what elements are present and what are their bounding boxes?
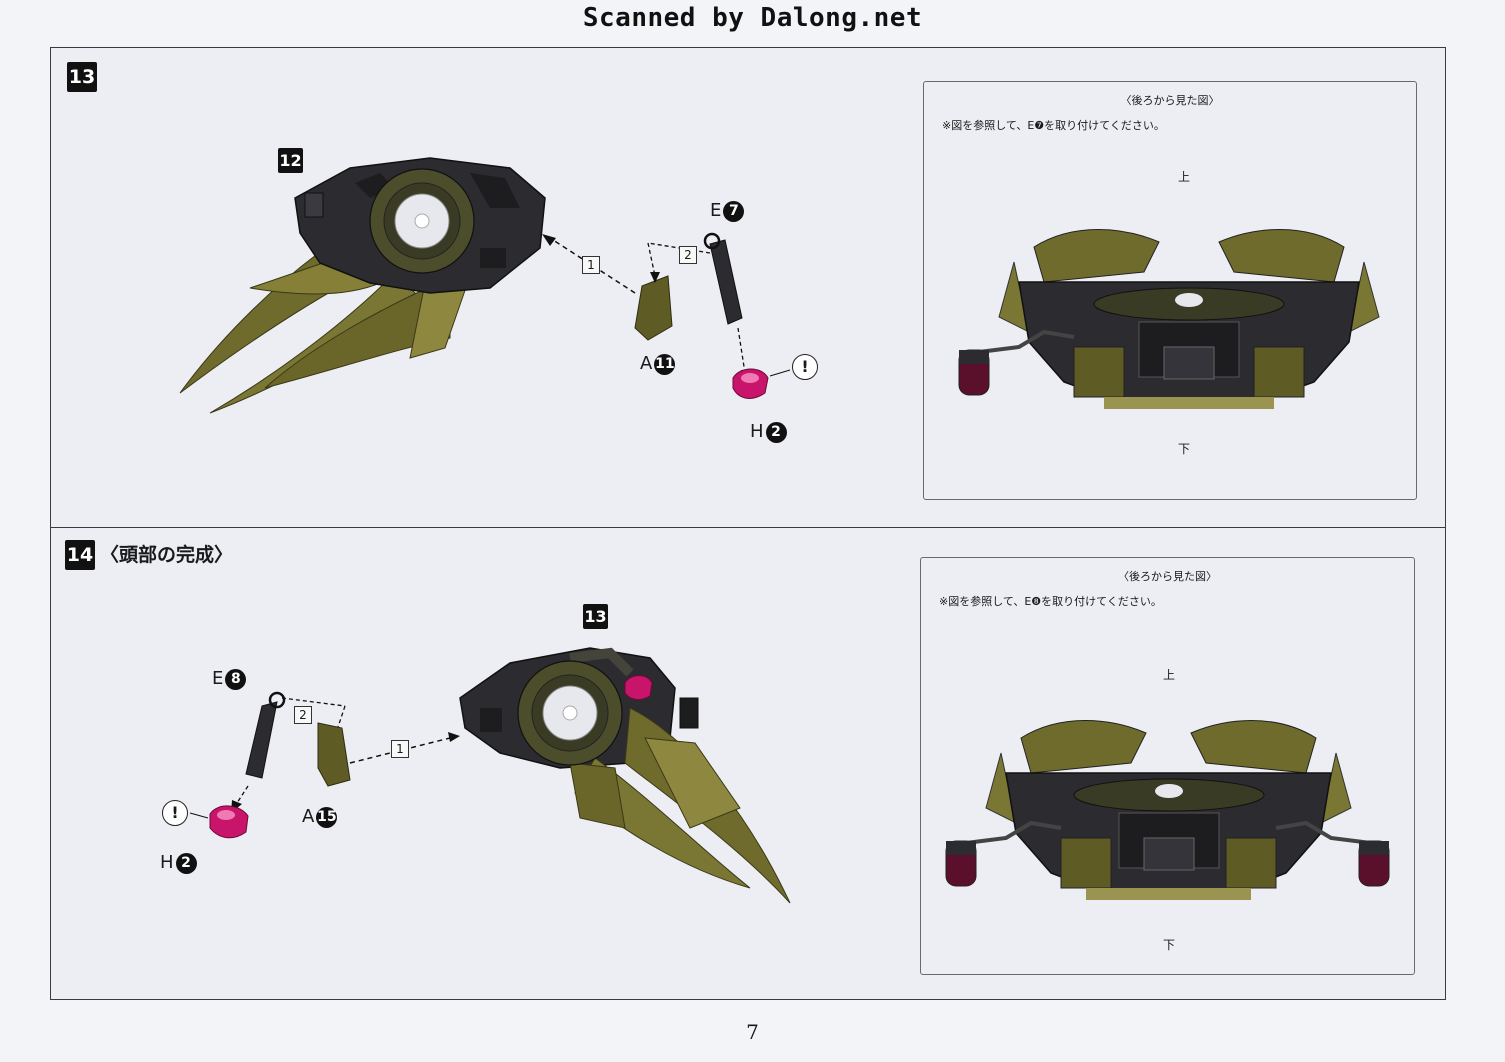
sub-assembly-ref-13: 13: [583, 604, 608, 629]
step-14-badge: 14: [65, 540, 95, 570]
step-14-rear-view-figure: [945, 720, 1390, 900]
step-divider: [50, 527, 1446, 528]
rear-view-title: 〈後ろから見た図〉: [1118, 570, 1217, 583]
sequence-marker-2: 2: [294, 706, 312, 724]
step-14-title: 〈頭部の完成〉: [100, 544, 234, 566]
rear-view-note: ※図を参照して、E❼を取り付けてください。: [942, 119, 1165, 132]
step-13-assembly-illustration: [179, 157, 791, 414]
direction-up-label: 上: [1162, 668, 1175, 682]
sequence-marker-1: 1: [582, 256, 600, 274]
step-14-rear-view-inset: 〈後ろから見た図〉 ※図を参照して、E❽を取り付けてください。 上 下: [920, 557, 1415, 975]
clear-red-part-icon: [624, 675, 653, 701]
rear-view-note: ※図を参照して、E❽を取り付けてください。: [939, 595, 1162, 608]
caution-icon: !: [162, 800, 188, 826]
step-14-assembly-illustration: [189, 647, 791, 904]
step-13-badge: 13: [67, 62, 97, 92]
direction-down-label: 下: [1177, 442, 1190, 456]
caution-icon: !: [792, 354, 818, 380]
sequence-marker-2: 2: [679, 246, 697, 264]
sequence-marker-1: 1: [391, 740, 409, 758]
rear-view-title: 〈後ろから見た図〉: [1120, 94, 1220, 107]
direction-down-label: 下: [1162, 938, 1175, 952]
sub-assembly-ref-12: 12: [278, 148, 303, 173]
watermark: Scanned by Dalong.net: [582, 3, 923, 33]
step-13-rear-view-figure: [958, 229, 1380, 409]
step-13-rear-view-inset: 〈後ろから見た図〉 ※図を参照して、E❼を取り付けてください。 上 下: [923, 81, 1417, 500]
page-number: 7: [746, 1020, 759, 1044]
direction-up-label: 上: [1177, 170, 1190, 184]
